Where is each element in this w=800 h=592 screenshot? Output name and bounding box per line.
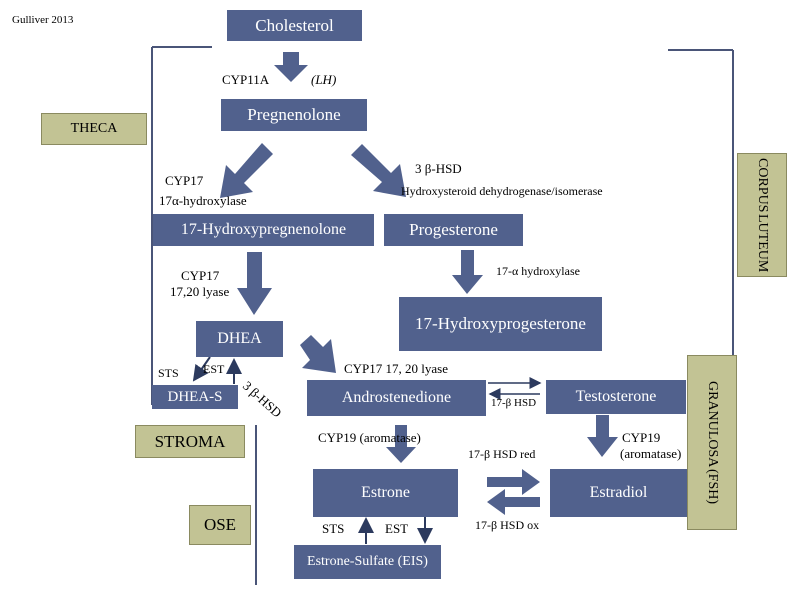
estrone-sulfate-box: Estrone-Sulfate (EIS) [294, 545, 441, 579]
region-stroma: STROMA [135, 425, 245, 458]
androstenedione-label: Androstenedione [341, 389, 452, 406]
region-ose-label: OSE [203, 515, 237, 534]
enzyme-sts-1: STS [158, 366, 179, 380]
estrone-sulfate-label: Estrone-Sulfate (EIS) [307, 554, 428, 569]
region-corpus-label: CORPUS [755, 157, 770, 213]
enzyme-cyp17-a: CYP17 [165, 173, 204, 188]
enzyme-est-2: EST [385, 521, 409, 536]
region-stroma-label: STROMA [154, 431, 226, 451]
corpus-luteum-bracket [668, 49, 734, 358]
enzyme-3b-hsd: 3 β-HSD [415, 161, 462, 176]
testosterone-box: Testosterone [546, 380, 686, 414]
enzyme-cyp19-2a: CYP19 [622, 430, 661, 445]
enzyme-17a-hydroxylase: 17α-hydroxylase [159, 193, 247, 208]
enzyme-1720-lyase: 17,20 lyase [170, 284, 230, 299]
progesterone-label: Progesterone [409, 220, 498, 239]
arrow-pregnenolone-hydroxypregnenolone [220, 143, 273, 198]
estrone-box: Estrone [313, 469, 458, 517]
region-theca: THECA [41, 113, 147, 145]
estradiol-label: Estradiol [589, 484, 648, 501]
estradiol-box: Estradiol [550, 469, 687, 517]
enzyme-lh: (LH) [311, 72, 337, 87]
enzyme-hsd-isomerase: Hydroxysteroid dehydrogenase/isomerase [401, 184, 603, 198]
enzyme-cyp19-1: CYP19 (aromatase) [318, 430, 421, 445]
arrow-hydroxypregnenolone-dhea [237, 252, 272, 315]
hydroxypregnenolone-label: 17-Hydroxypregnenolone [180, 221, 347, 238]
enzyme-sts-2: STS [322, 521, 345, 536]
enzyme-17b-hsd-1: 17-β HSD [491, 397, 537, 409]
credit-label: Gulliver 2013 [12, 14, 74, 26]
dhea-box: DHEA [196, 321, 283, 357]
enzyme-cyp11a: CYP11A [222, 72, 270, 87]
enzyme-cyp17-b: CYP17 [181, 268, 220, 283]
region-luteum-label: LUTEUM [755, 214, 770, 273]
hydroxypregnenolone-box: 17-Hydroxypregnenolone [153, 214, 374, 246]
enzyme-3b-hsd-diagonal: 3 β-HSD [239, 378, 285, 421]
arrow-progesterone-hydroxyprogesterone [452, 250, 483, 294]
dhea-label: DHEA [217, 330, 262, 347]
dhea-s-box: DHEA-S [152, 385, 238, 409]
arrow-dhea-androstenedione [300, 335, 336, 373]
region-granulosa-label: GRANULOSA [705, 380, 720, 468]
cholesterol-label: Cholesterol [255, 15, 334, 35]
enzyme-est-1: EST [203, 362, 225, 376]
pregnenolone-box: Pregnenolone [221, 99, 367, 131]
pregnenolone-label: Pregnenolone [247, 105, 341, 124]
region-granulosa: GRANULOSA (FSH) [687, 355, 737, 530]
arrow-cholesterol-pregnenolone [274, 52, 308, 82]
testosterone-label: Testosterone [575, 388, 657, 405]
estrone-label: Estrone [361, 484, 410, 501]
enzyme-17b-hsd-ox: 17-β HSD ox [475, 518, 540, 532]
hydroxyprogesterone-label: 17-Hydroxyprogesterone [415, 314, 586, 333]
region-theca-label: THECA [70, 121, 118, 136]
region-fsh-label: (FSH) [705, 469, 720, 505]
cholesterol-box: Cholesterol [227, 10, 362, 41]
arrow-pregnenolone-progesterone [351, 144, 406, 197]
region-ose: OSE [189, 505, 251, 545]
dhea-s-label: DHEA-S [167, 388, 223, 405]
enzyme-cyp19-2b: (aromatase) [620, 446, 682, 461]
arrow-estrone-estradiol [487, 469, 540, 495]
enzyme-cyp17-lyase: CYP17 17, 20 lyase [344, 361, 448, 376]
arrow-estradiol-estrone [487, 489, 540, 515]
hydroxyprogesterone-box: 17-Hydroxyprogesterone [399, 297, 602, 351]
enzyme-17b-hsd-red: 17-β HSD red [468, 447, 536, 461]
enzyme-17a-hydroxylase-2: 17-α hydroxylase [496, 264, 580, 278]
androstenedione-box: Androstenedione [307, 380, 486, 416]
arrow-testosterone-estradiol [587, 415, 618, 457]
region-corpus-luteum: CORPUS LUTEUM [737, 153, 787, 277]
progesterone-box: Progesterone [384, 214, 523, 246]
